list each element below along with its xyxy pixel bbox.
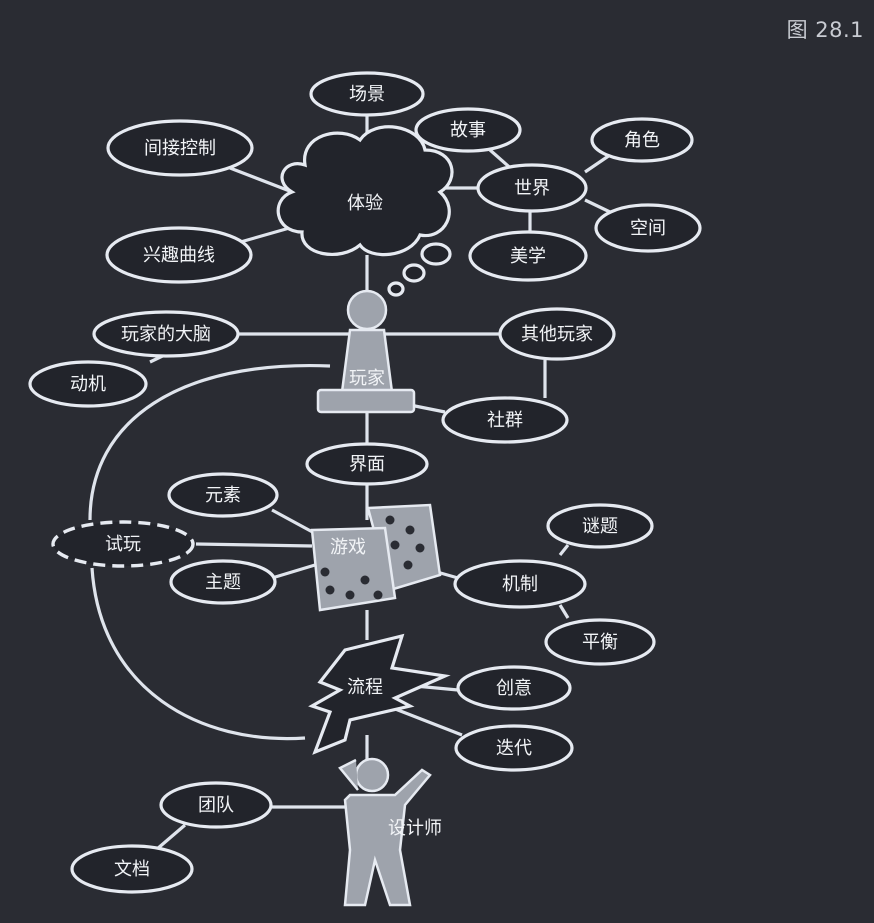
thought-bubble-medium (402, 263, 426, 283)
node-interface: 界面 (349, 454, 385, 475)
node-story: 故事 (450, 120, 486, 141)
node-documents: 文档 (114, 859, 150, 880)
node-character: 角色 (624, 130, 660, 151)
node-other-players: 其他玩家 (521, 324, 593, 345)
edge-theme-game (271, 563, 316, 580)
node-player: 玩家 (349, 368, 385, 389)
node-iteration: 迭代 (496, 738, 532, 759)
designer-figure: 设计师 (338, 757, 442, 907)
node-space: 空间 (630, 218, 666, 239)
loop-playtest-process (90, 567, 306, 741)
node-process: 流程 (347, 677, 383, 698)
edge-elements-game (271, 508, 319, 537)
node-elements: 元素 (205, 485, 241, 506)
node-playtest: 试玩 (105, 534, 141, 555)
node-motivation: 动机 (70, 374, 106, 395)
node-community: 社群 (487, 410, 523, 431)
node-mechanics: 机制 (502, 574, 538, 595)
experience-cloud: 体验 (276, 125, 454, 297)
node-interest-curve: 兴趣曲线 (143, 245, 215, 266)
edge-player-community (409, 403, 446, 414)
node-team: 团队 (198, 795, 234, 816)
edge-world-space (584, 198, 611, 214)
node-world: 世界 (514, 178, 550, 199)
edge-playtest-game (195, 542, 313, 548)
edge-world-character (584, 153, 611, 174)
node-experience: 体验 (347, 193, 383, 214)
ellipse-nodes: 场景 间接控制 故事 角色 世界 空间 兴趣曲线 美学 玩家的大脑 其他玩家 动… (28, 71, 702, 894)
node-indirect-control: 间接控制 (144, 138, 216, 159)
player-pawn: 玩家 (316, 289, 416, 414)
node-aesthetics: 美学 (510, 246, 546, 267)
node-theme: 主题 (205, 572, 241, 593)
node-designer: 设计师 (388, 818, 442, 839)
thought-bubble-large (420, 242, 452, 266)
node-player-brain: 玩家的大脑 (121, 324, 211, 345)
loop-playtest-player (88, 363, 331, 521)
game-dice: 游戏 (310, 503, 442, 612)
node-balance: 平衡 (582, 632, 618, 653)
edge-mechanics-puzzles (558, 544, 570, 556)
process-bolt: 流程 (308, 633, 451, 755)
thought-bubble-small (387, 281, 405, 297)
node-puzzles: 谜题 (582, 516, 618, 537)
figure-label: 图 28.1 (786, 18, 864, 42)
edge-mechanics-balance (558, 604, 570, 619)
node-creativity: 创意 (496, 678, 532, 699)
node-scene: 场景 (349, 84, 385, 105)
node-game: 游戏 (330, 537, 366, 558)
